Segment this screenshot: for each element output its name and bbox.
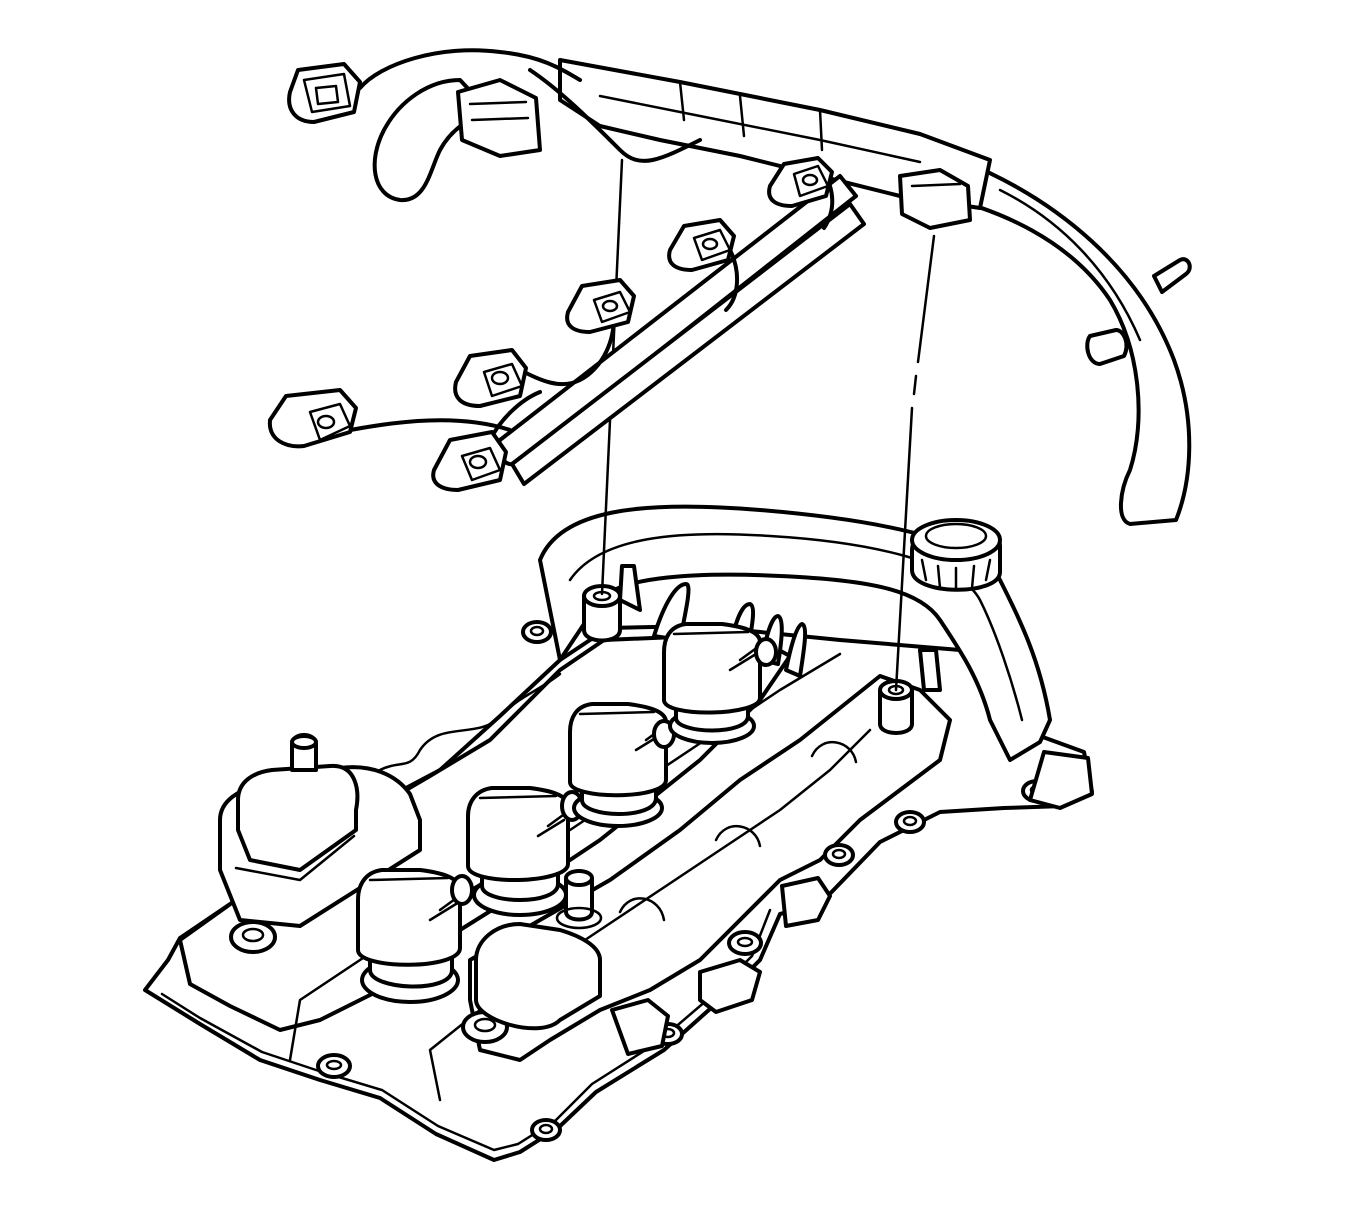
harness-clip	[1085, 328, 1129, 366]
harness-locating-boss	[582, 584, 622, 643]
bolt-hole	[727, 930, 763, 956]
pcv-housing	[218, 733, 422, 928]
cover-side-lugs	[610, 750, 1094, 1056]
bolt-hole	[229, 920, 277, 954]
harness-conduit-seam	[998, 188, 1142, 342]
oil-fill-cap	[910, 518, 1002, 592]
bolt-hole	[823, 843, 855, 867]
cover-front-boss	[474, 922, 602, 1031]
harness-end-connector	[287, 62, 362, 124]
bolt-hole	[521, 620, 553, 644]
coil-connector	[267, 388, 358, 449]
ignition-coil-wiring-harness	[267, 48, 1192, 526]
coil-connector	[565, 278, 636, 334]
ignition-coil	[568, 702, 676, 828]
cover-center-ridge-2	[428, 728, 872, 1102]
bolt-hole	[530, 1118, 562, 1142]
coil-connector	[767, 156, 834, 208]
harness-wire	[518, 298, 616, 387]
coil-connector	[667, 218, 736, 272]
harness-stud	[1152, 257, 1192, 294]
cover-upper-edge	[378, 672, 562, 772]
bolt-hole	[316, 1053, 352, 1079]
coil-connector	[431, 430, 508, 492]
harness-coil-branch-rail	[496, 174, 858, 467]
harness-wire	[724, 248, 740, 312]
ignition-coil	[662, 622, 778, 745]
camshaft-cover	[143, 504, 1094, 1162]
mounting-bolt-holes	[229, 620, 1053, 1142]
cover-scallop	[810, 740, 858, 764]
alignment-line	[894, 234, 936, 692]
bolt-hole	[894, 810, 926, 834]
cover-scallop	[618, 897, 666, 922]
ignition-coils	[356, 622, 778, 1004]
cover-nipple	[555, 869, 603, 930]
harness-wire	[528, 68, 702, 163]
coil-connector	[453, 348, 528, 408]
ignition-coil	[356, 868, 474, 1004]
harness-wire	[338, 418, 512, 434]
harness-wire	[358, 48, 582, 90]
ignition-coil	[466, 786, 584, 917]
cover-scallop	[714, 824, 762, 848]
cover-breather-channel-inner	[568, 532, 1024, 722]
